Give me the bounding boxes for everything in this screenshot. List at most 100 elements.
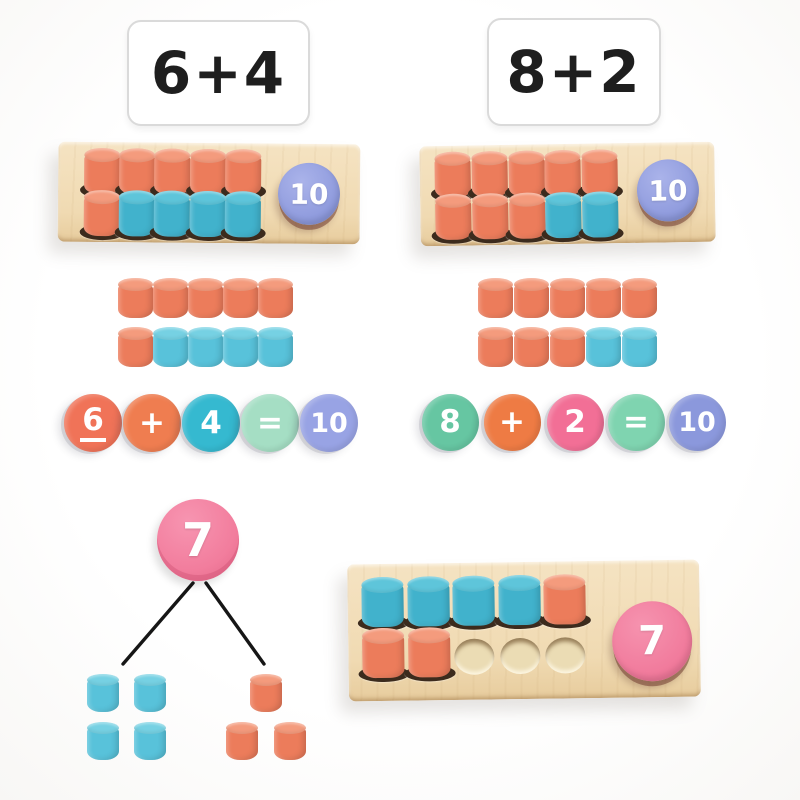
loose-cylinder-orange: [222, 278, 258, 318]
loose-cylinder-orange: [187, 278, 223, 318]
board-peg-teal: [361, 576, 404, 628]
equation-token-label: =: [257, 405, 283, 441]
cylinder-top: [87, 722, 119, 734]
equation-token-label: 10: [310, 407, 348, 439]
loose-cylinder-orange: [549, 278, 585, 318]
loose-cylinder-teal_light: [222, 327, 258, 367]
flash-card-8-plus-2: 8+2: [487, 18, 661, 126]
loose-cylinder-teal_light: [187, 327, 223, 367]
cylinder-top: [513, 327, 549, 340]
equation-token-label: +: [139, 405, 165, 441]
loose-cylinder-orange: [513, 278, 549, 318]
cylinder-top: [222, 278, 258, 291]
bond-cylinder-orange: [226, 722, 258, 760]
cylinder-top: [225, 149, 262, 164]
cylinder-top: [585, 278, 621, 291]
board-peg-orange: [471, 150, 509, 198]
cylinder-top: [187, 278, 223, 291]
board-peg-teal: [544, 191, 582, 239]
board-peg-orange: [581, 149, 619, 196]
counting-board-top-left: 10: [57, 141, 361, 245]
bond-line-right: [204, 581, 266, 666]
equation-disc-2: 2: [546, 393, 604, 451]
cylinder-top: [257, 278, 293, 291]
cylinder-top: [134, 722, 166, 734]
cylinder-top: [153, 190, 191, 205]
number-disc-10: 10: [277, 162, 341, 226]
equation-token-label: +: [499, 404, 525, 440]
cylinder-top: [226, 722, 258, 734]
cylinder-top: [549, 327, 585, 340]
cylinder-top: [513, 278, 549, 291]
cylinder-top: [190, 148, 227, 164]
board-peg-teal: [498, 574, 541, 626]
empty-peg-hole: [545, 637, 586, 674]
loose-cylinder-orange: [152, 278, 188, 318]
empty-peg-hole: [454, 638, 495, 675]
loose-cylinder-orange: [621, 278, 657, 318]
cylinder-top: [585, 327, 621, 340]
cylinder-top: [152, 278, 188, 291]
cylinder-top: [117, 327, 153, 340]
equation-token-label: 8: [439, 404, 461, 440]
loose-cylinder-orange: [117, 278, 153, 318]
board-peg-orange: [508, 150, 546, 197]
cylinder-top: [549, 278, 585, 291]
equation-disc-6: 6: [64, 394, 122, 452]
bond-cylinder-orange: [250, 674, 282, 712]
equation-disc-8: 8: [421, 393, 479, 451]
bond-cylinder-teal_light: [134, 722, 166, 760]
empty-peg-hole: [500, 637, 541, 675]
loose-cylinder-teal_light: [257, 327, 293, 367]
board-peg-teal: [407, 576, 450, 627]
board-peg-orange: [153, 148, 191, 195]
number-bond-total: 7: [181, 513, 214, 567]
loose-cylinder-orange: [549, 327, 585, 367]
board-peg-orange: [544, 149, 582, 197]
equation-disc-10: 10: [668, 393, 726, 451]
cylinder-top: [119, 148, 156, 163]
equation-token-label: =: [623, 404, 649, 440]
cylinder-top: [222, 327, 258, 340]
board-peg-orange: [434, 193, 472, 241]
number-bond-total-circle: 7: [157, 499, 239, 581]
loose-cylinder-teal_light: [585, 327, 621, 367]
counting-board-top-right: 10: [419, 141, 716, 247]
equation-disc-+: +: [123, 394, 181, 452]
equation-disc-4: 4: [182, 394, 240, 452]
cylinder-top: [117, 278, 153, 291]
cylinder-top: [274, 722, 306, 734]
cylinder-top: [187, 327, 223, 340]
cylinder-top: [189, 190, 227, 206]
equation-disc-10: 10: [300, 394, 358, 452]
equation-token-label: 4: [200, 405, 222, 441]
board-peg-orange: [407, 627, 451, 678]
flash-card-label: 6+4: [150, 39, 287, 107]
counting-board-bottom: 7: [347, 559, 701, 702]
cylinder-top: [152, 327, 188, 340]
cylinder-top: [154, 148, 191, 163]
equation-token-label: 6: [80, 404, 106, 442]
cylinder-top: [87, 674, 119, 686]
number-disc-7: 7: [611, 600, 693, 682]
bond-cylinder-orange: [274, 722, 306, 760]
cylinder-top: [621, 327, 657, 340]
bond-line-left: [121, 581, 195, 666]
loose-cylinder-orange: [513, 327, 549, 367]
cylinder-top: [250, 674, 282, 686]
loose-cylinder-teal_light: [621, 327, 657, 367]
loose-cylinder-orange: [477, 327, 513, 367]
board-peg-orange: [224, 149, 262, 196]
board-peg-teal: [581, 191, 619, 238]
equation-token-label: 2: [564, 404, 586, 440]
bond-cylinder-teal_light: [87, 674, 119, 712]
board-peg-teal: [452, 575, 495, 626]
loose-cylinder-orange: [257, 278, 293, 318]
cylinder-top: [224, 191, 262, 206]
loose-cylinder-orange: [477, 278, 513, 318]
board-peg-teal: [224, 191, 262, 238]
cylinder-top: [134, 674, 166, 686]
board-peg-orange: [361, 627, 405, 679]
cylinder-top: [477, 327, 513, 340]
